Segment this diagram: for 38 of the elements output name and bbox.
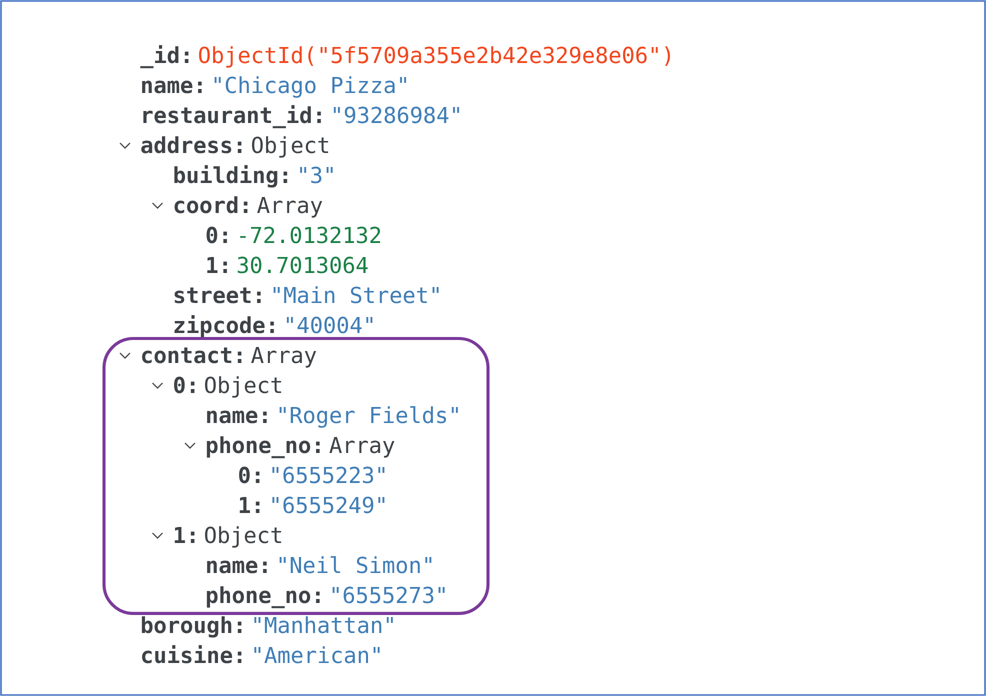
field-value: ObjectId("5f5709a355e2b42e329e8e06") <box>199 46 670 68</box>
field-key: 1: <box>240 496 260 513</box>
field-key: phone_no: <box>206 436 320 458</box>
field-key: street: <box>174 288 261 304</box>
field-key: 0: <box>174 376 194 394</box>
field-key: 0: <box>239 466 260 484</box>
field-value: Array <box>329 436 394 458</box>
field-value: "6555223" <box>272 466 384 484</box>
field-value: Object <box>252 136 328 158</box>
field-key: building: <box>174 165 288 188</box>
field-key: 0: <box>206 226 227 244</box>
field-value: Object <box>205 376 282 398</box>
field-value: "6555249" <box>272 496 384 514</box>
field-value: "Chicago Pizza" <box>214 76 406 98</box>
field-value: Object <box>205 526 282 548</box>
field-value: "3" <box>300 166 333 184</box>
field-value: "6555273" <box>332 586 445 604</box>
field-value: Array <box>257 196 322 218</box>
field-key: name: <box>207 560 267 574</box>
field-key: coord: <box>174 196 248 214</box>
field-key: name: <box>207 410 267 424</box>
field-key: name: <box>142 80 202 94</box>
field-key: _id: <box>140 45 188 68</box>
field-value: -72.0132132 <box>240 226 380 244</box>
field-key: address: <box>141 136 242 154</box>
field-value: Array <box>251 346 316 368</box>
field-key: contact: <box>142 348 242 364</box>
field-key: 1: <box>174 526 194 543</box>
field-value: "93286984" <box>334 106 460 124</box>
field-value: "Main Street" <box>274 286 439 304</box>
field-key: restaurant_id: <box>143 105 321 128</box>
field-key: 1: <box>207 256 227 273</box>
field-value: 30.7013064 <box>238 256 368 274</box>
field-key: cuisine: <box>142 645 242 664</box>
field-key: phone_no: <box>206 586 320 608</box>
field-value: "Roger Fields" <box>280 406 458 428</box>
field-value: "American" <box>254 646 380 664</box>
field-value: "Neil Simon" <box>280 556 432 574</box>
